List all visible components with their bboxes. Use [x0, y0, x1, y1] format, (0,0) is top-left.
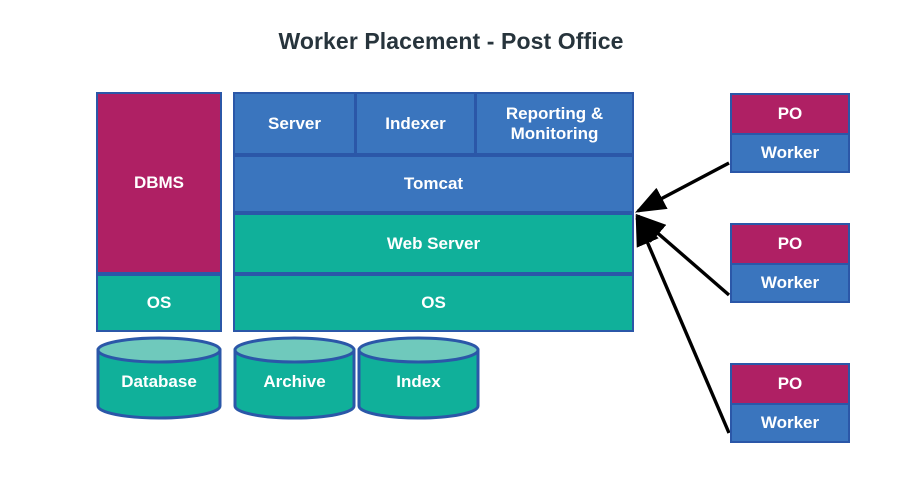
server-box: Server [233, 92, 356, 155]
worker-unit-1: PO Worker [730, 93, 850, 173]
middle-os-box: OS [233, 274, 634, 332]
archive-cylinder-shape [233, 336, 356, 420]
index-cylinder: Index [357, 336, 480, 420]
arrow-worker-2 [635, 213, 731, 297]
worker-box-3: Worker [730, 403, 850, 443]
reporting-monitoring-box: Reporting & Monitoring [475, 92, 634, 155]
database-cylinder-shape [96, 336, 222, 420]
worker-box-2: Worker [730, 263, 850, 303]
po-box-3: PO [730, 363, 850, 403]
worker-unit-3: PO Worker [730, 363, 850, 443]
database-cylinder: Database [96, 336, 222, 420]
po-box-1: PO [730, 93, 850, 133]
archive-cylinder: Archive [233, 336, 356, 420]
page-title: Worker Placement - Post Office [278, 28, 624, 54]
index-cylinder-shape [357, 336, 480, 420]
worker-box-1: Worker [730, 133, 850, 173]
arrow-worker-1 [634, 161, 730, 213]
arrow-worker-3 [635, 214, 731, 434]
indexer-box: Indexer [355, 92, 476, 155]
web-server-box: Web Server [233, 213, 634, 274]
po-box-2: PO [730, 223, 850, 263]
tomcat-box: Tomcat [233, 155, 634, 213]
dbms-box: DBMS [96, 92, 222, 274]
worker-unit-2: PO Worker [730, 223, 850, 303]
dbms-os-box: OS [96, 274, 222, 332]
